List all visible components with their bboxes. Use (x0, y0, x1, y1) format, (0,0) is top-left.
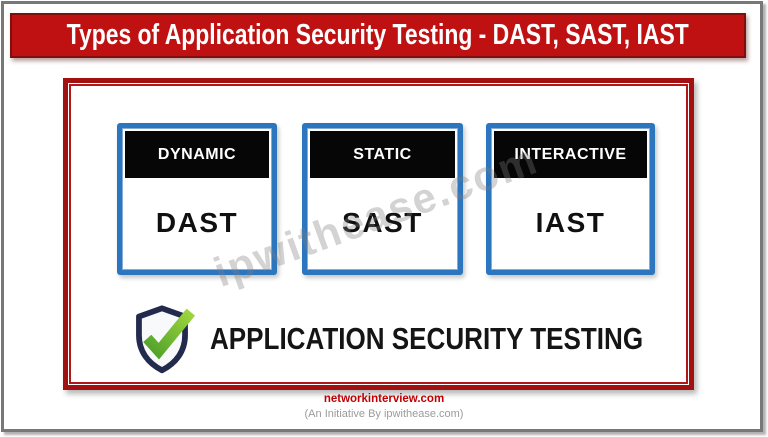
card-iast: INTERACTIVE IAST (486, 123, 655, 275)
card-dast-header-label: DYNAMIC (157, 145, 237, 163)
card-iast-header-label: INTERACTIVE (514, 145, 627, 163)
card-sast-header: STATIC (310, 131, 455, 178)
card-iast-content: INTERACTIVE IAST (494, 131, 647, 267)
title-banner: Types of Application Security Testing - … (10, 13, 746, 58)
card-dast-body: DAST (125, 178, 269, 267)
content-frame-inner-line (69, 84, 688, 384)
card-iast-label: IAST (535, 206, 606, 238)
shield-check-icon (130, 302, 196, 376)
page-title: Types of Application Security Testing - … (66, 19, 690, 51)
caption-text: APPLICATION SECURITY TESTING (210, 321, 644, 356)
card-dast: DYNAMIC DAST (117, 123, 277, 275)
card-sast-body: SAST (310, 178, 455, 267)
footer-tagline: (An Initiative By ipwithease.com) (304, 408, 464, 420)
card-dast-inner-line: DYNAMIC DAST (122, 128, 272, 270)
content-frame (63, 78, 694, 390)
card-sast-label: SAST (342, 206, 423, 238)
card-sast: STATIC SAST (302, 123, 463, 275)
card-sast-inner-line: STATIC SAST (307, 128, 458, 270)
card-dast-content: DYNAMIC DAST (125, 131, 269, 267)
card-iast-body: IAST (494, 178, 647, 267)
footer-site-link: networkinterview.com (323, 393, 445, 405)
card-dast-label: DAST (155, 206, 239, 238)
card-iast-header: INTERACTIVE (494, 131, 647, 178)
card-sast-header-label: STATIC (353, 145, 412, 163)
card-dast-header: DYNAMIC (125, 131, 269, 178)
caption-row: APPLICATION SECURITY TESTING (130, 301, 726, 377)
card-iast-inner-line: INTERACTIVE IAST (491, 128, 650, 270)
card-sast-content: STATIC SAST (310, 131, 455, 267)
